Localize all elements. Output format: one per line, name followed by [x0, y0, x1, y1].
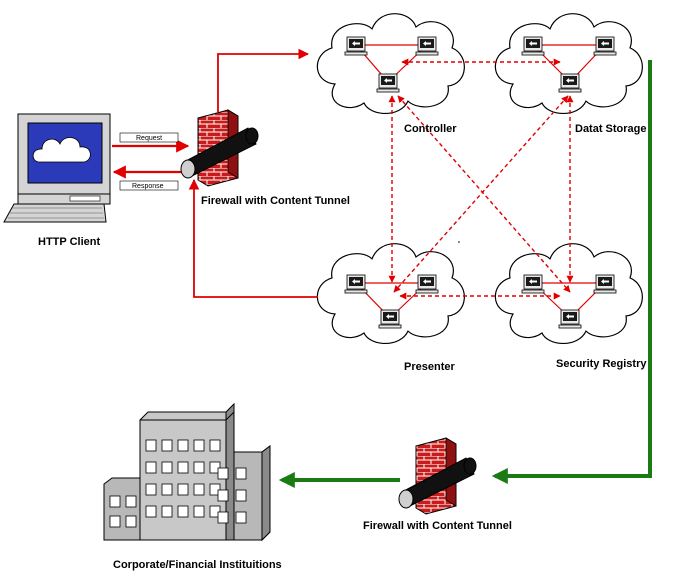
- response-label-box: [119, 180, 179, 191]
- brick-firewall-icon-bottom: [398, 437, 477, 515]
- inter-cloud-links: [388, 58, 574, 300]
- response-label: Response: [132, 183, 164, 190]
- cloud-security-registry: [494, 243, 643, 345]
- security-registry-label: Security Registry: [556, 358, 647, 370]
- request-label: Request: [136, 135, 162, 142]
- brick-firewall-icon: [180, 109, 259, 187]
- cloud-data-storage: [494, 13, 643, 115]
- presenter-label: Presenter: [404, 361, 455, 373]
- firewall-bottom-label: Firewall with Content Tunnel: [363, 520, 512, 532]
- desktop-computer-icon: [3, 113, 111, 223]
- firewall-top-label: Firewall with Content Tunnel: [201, 195, 350, 207]
- data-storage-label: Datat Storage: [575, 123, 647, 135]
- cloud-controller: [316, 13, 465, 115]
- controller-label: Controller: [404, 123, 457, 135]
- stray-dot: [458, 241, 460, 243]
- green-link-storage-to-firewall: [491, 60, 652, 484]
- firewall-to-controller-arrow: [217, 48, 310, 112]
- corporate-label: Corporate/Financial Instituitions: [113, 559, 282, 571]
- http-client-label: HTTP Client: [38, 236, 100, 248]
- office-building-icon: [103, 402, 271, 542]
- cloud-presenter: [316, 243, 465, 345]
- presenter-to-firewall-arrow: [188, 178, 318, 298]
- request-label-box: [119, 132, 179, 143]
